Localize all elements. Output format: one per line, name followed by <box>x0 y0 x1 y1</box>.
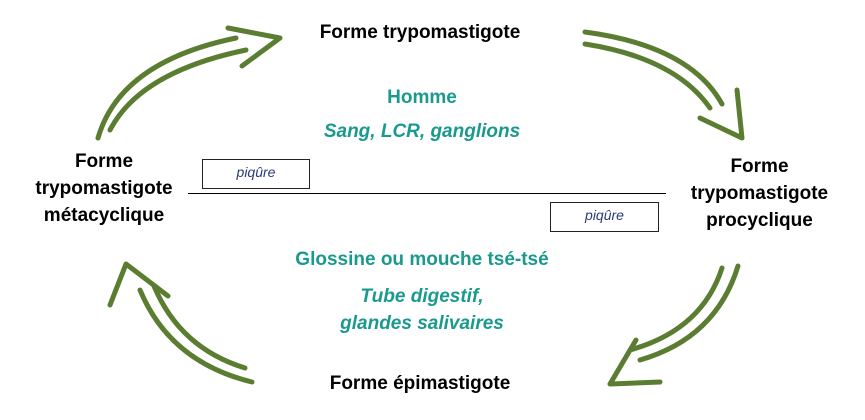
host-vector-sites: Tube digestif, glandes salivaires <box>292 283 552 337</box>
stage-left-line-3: métacyclique <box>43 205 165 226</box>
stage-top-label: Forme trypomastigote <box>260 19 580 46</box>
host-human-title: Homme <box>387 87 457 108</box>
arrow-top-to-right <box>582 29 745 141</box>
stage-right-line-3: procyclique <box>706 210 813 231</box>
host-vector-sites-line-2: glandes salivaires <box>340 313 504 334</box>
host-human-sites: Sang, LCR, ganglions <box>323 121 521 142</box>
host-vector-sites-line-1: Tube digestif, <box>360 286 484 307</box>
bite-box-right: piqûre <box>550 202 659 232</box>
arrow-right-to-bottom <box>607 263 741 387</box>
stage-bottom-text: Forme épimastigote <box>329 373 511 394</box>
stage-left-line-2: trypomastigote <box>35 178 173 199</box>
stage-left-line-1: Forme <box>74 151 134 172</box>
stage-bottom-label: Forme épimastigote <box>270 370 570 397</box>
stage-right-line-1: Forme <box>730 156 789 177</box>
bite-box-left: piqûre <box>202 159 310 189</box>
arrow-left-to-top <box>95 25 283 141</box>
host-divider-line <box>188 193 666 194</box>
stage-left-label: Forme trypomastigote métacyclique <box>8 148 200 229</box>
arrow-bottom-to-left <box>107 261 255 385</box>
stage-right-label: Forme trypomastigote procyclique <box>662 153 857 234</box>
host-vector-title: Glossine ou mouche tsé-tsé <box>295 249 549 270</box>
stage-right-line-2: trypomastigote <box>690 183 829 204</box>
stage-top-text: Forme trypomastigote <box>319 22 521 43</box>
